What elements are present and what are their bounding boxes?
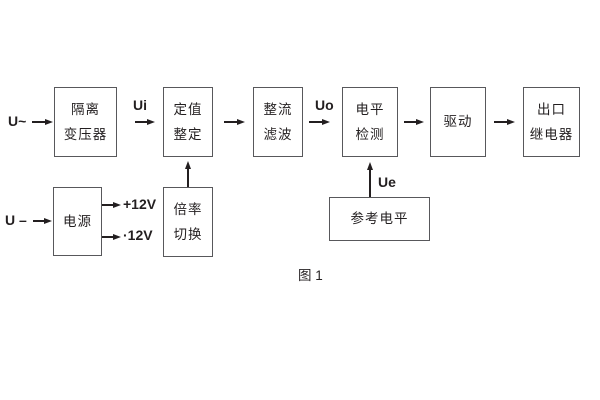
block-label: 出口 [537, 102, 566, 117]
block-setting-adjust: 定值 整定 [163, 87, 213, 157]
block-label: 变压器 [63, 126, 108, 142]
block-level-detect: 电平 检测 [342, 87, 398, 157]
arrow-plus-12v [102, 204, 113, 206]
block-label: 继电器 [529, 126, 574, 142]
block-label: 参考电平 [350, 211, 409, 227]
block-driver: 驱动 [430, 87, 486, 157]
arrow-ratio-to-setting [187, 169, 189, 187]
block-label: 电平 [355, 102, 385, 117]
label-minus-12v: ·12V [123, 227, 153, 243]
block-label: 检测 [355, 126, 385, 142]
label-plus-12v: +12V [123, 196, 157, 212]
block-label: 倍率 [173, 202, 203, 217]
block-ratio-switch: 倍率 切换 [163, 187, 213, 257]
block-label: 隔离 [71, 102, 100, 117]
block-rectifier-filter: 整流 滤波 [253, 87, 303, 157]
block-label: 定值 [173, 102, 203, 117]
arrow-level-to-driver [404, 121, 416, 123]
arrow-input-dc-to-power [33, 220, 44, 222]
block-isolation-transformer: 隔离 变压器 [54, 87, 117, 157]
block-label: 整定 [173, 126, 203, 142]
arrow-minus-12v [102, 236, 113, 238]
arrow-input-ac-to-transformer [32, 121, 45, 123]
block-reference-level: 参考电平 [329, 197, 430, 241]
arrow-ue-reference-to-level [369, 170, 371, 197]
arrow-uo-rectifier-to-level [309, 121, 322, 123]
block-output-relay: 出口 继电器 [523, 87, 580, 157]
arrow-ui-transformer-to-setting [135, 121, 147, 123]
label-uo: Uo [315, 97, 334, 113]
block-label: 整流 [263, 102, 293, 117]
arrow-driver-to-relay [494, 121, 507, 123]
label-input-dc: U – [5, 212, 27, 228]
label-ui: Ui [133, 97, 147, 113]
block-label: 电源 [63, 213, 92, 229]
label-input-ac: U~ [8, 113, 27, 129]
block-label: 驱动 [443, 114, 473, 130]
block-label: 切换 [173, 226, 203, 242]
label-ue: Ue [378, 174, 396, 190]
arrow-setting-to-rectifier [224, 121, 237, 123]
block-label: 滤波 [263, 126, 293, 142]
block-power-supply: 电源 [53, 187, 102, 256]
figure-caption: 图 1 [298, 268, 323, 283]
